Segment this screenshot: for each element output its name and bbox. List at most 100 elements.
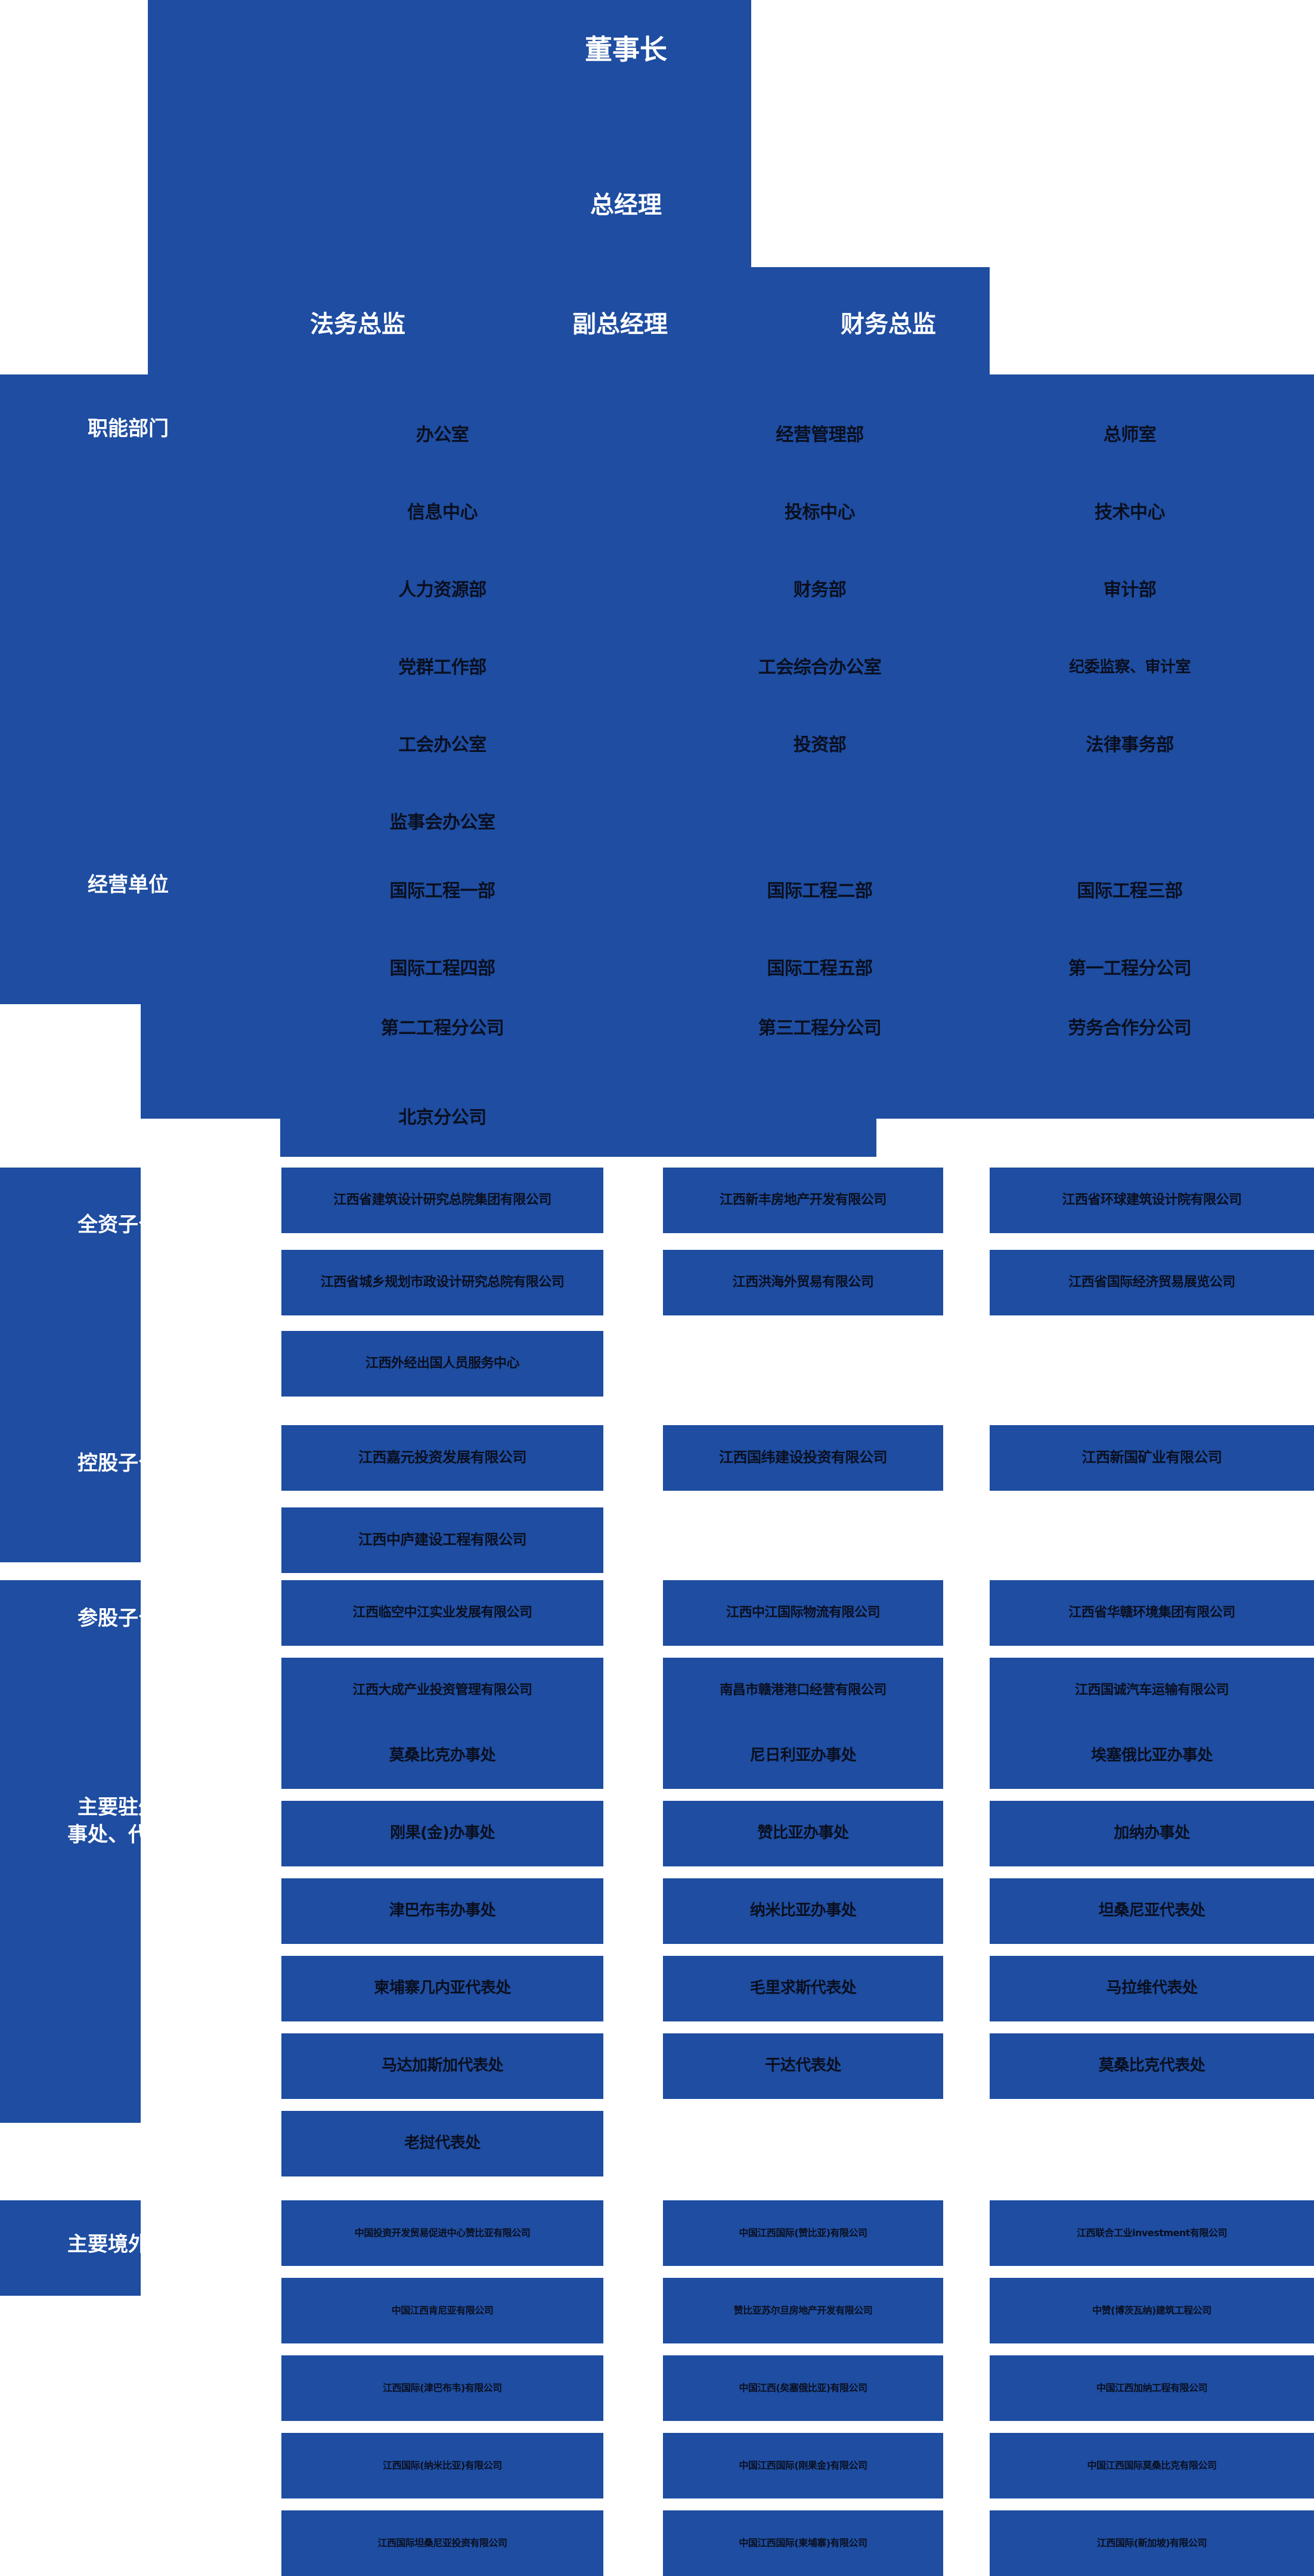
business-unit-node[interactable]: 国际工程四部 (389, 958, 496, 979)
dept-node[interactable]: 总师室 (1103, 424, 1157, 445)
business-unit-node[interactable]: 劳务合作分公司 (1068, 1017, 1192, 1039)
dept-node[interactable]: 技术中心 (1095, 501, 1166, 523)
equity-node[interactable]: 江西中江国际物流有限公司 (726, 1605, 881, 1621)
overseas-enterprise-node[interactable]: 江西国际坦桑尼亚投资有限公司 (377, 2537, 507, 2549)
overseas-enterprise-node[interactable]: 江西联合工业investment有限公司 (1077, 2227, 1227, 2238)
overseas-enterprise-card-plate (281, 2278, 603, 2343)
wholly-owned-node[interactable]: 江西省国际经济贸易展览公司 (1068, 1275, 1235, 1290)
overseas-office-card-plate (663, 1723, 943, 1789)
dept-node[interactable]: 财务部 (793, 579, 847, 600)
business-unit-node[interactable]: 第三工程分公司 (758, 1017, 882, 1039)
overseas-office-node[interactable]: 埃塞俄比亚办事处 (1090, 1747, 1213, 1765)
chairman-label: 董事长 (585, 33, 667, 66)
wholly-owned-card-plate (281, 1250, 603, 1315)
dept-node[interactable]: 投资部 (793, 734, 847, 756)
dept-node[interactable]: 党群工作部 (398, 657, 486, 678)
overseas-enterprise-node[interactable]: 中国江西国际莫桑比克有限公司 (1087, 2459, 1217, 2471)
dept-node[interactable]: 工会综合办公室 (758, 657, 882, 678)
overseas-office-node[interactable]: 刚果(金)办事处 (390, 1824, 495, 1843)
dept-node[interactable]: 办公室 (416, 424, 469, 445)
overseas-office-node[interactable]: 马达加斯加代表处 (381, 2057, 504, 2075)
holding-card-plate (281, 1507, 603, 1573)
dept-node[interactable]: 工会办公室 (398, 734, 486, 756)
overseas-office-node[interactable]: 坦桑尼亚代表处 (1098, 1902, 1205, 1920)
wholly-owned-card-plate (990, 1168, 1314, 1233)
dept-node[interactable]: 监事会办公室 (389, 812, 496, 833)
legal-director-label: 法务总监 (310, 311, 405, 338)
equity-card-plate (663, 1580, 943, 1646)
overseas-enterprise-node[interactable]: 江西国际(新加坡)有限公司 (1096, 2537, 1207, 2549)
overseas-office-node[interactable]: 毛里求斯代表处 (749, 1979, 857, 1998)
dept-node[interactable]: 法律事务部 (1086, 734, 1174, 756)
overseas-enterprise-node[interactable]: 中国江西加纳工程有限公司 (1096, 2382, 1208, 2394)
overseas-enterprise-node[interactable]: 中国江西国际(赞比亚)有限公司 (739, 2227, 867, 2238)
wholly-owned-node[interactable]: 江西外经出国人员服务中心 (365, 1356, 520, 1371)
holding-node[interactable]: 江西嘉元投资发展有限公司 (358, 1449, 527, 1466)
overseas-office-card-plate (990, 1878, 1314, 1944)
holding-card-plate (281, 1425, 603, 1491)
equity-node[interactable]: 江西省华赣环境集团有限公司 (1068, 1605, 1235, 1621)
overseas-office-node[interactable]: 加纳办事处 (1114, 1824, 1190, 1843)
wholly-owned-card-plate (663, 1168, 943, 1233)
overseas-office-node[interactable]: 干达代表处 (765, 2057, 841, 2075)
business-unit-node[interactable]: 第二工程分公司 (380, 1017, 504, 1039)
overseas-office-node[interactable]: 莫桑比克代表处 (1098, 2057, 1205, 2075)
overseas-office-node[interactable]: 莫桑比克办事处 (389, 1747, 496, 1765)
overseas-enterprise-card-plate (990, 2433, 1314, 2498)
overseas-enterprise-node[interactable]: 中国投资开发贸易促进中心赞比亚有限公司 (354, 2227, 531, 2238)
equity-node[interactable]: 江西临空中江实业发展有限公司 (352, 1605, 532, 1621)
dept-node[interactable]: 投标中心 (785, 501, 856, 523)
dept-node[interactable]: 经营管理部 (776, 424, 864, 445)
equity-card-plate (281, 1658, 603, 1723)
functional-dept-plate (0, 374, 1314, 1004)
equity-node[interactable]: 江西国诚汽车运输有限公司 (1074, 1683, 1229, 1698)
overseas-office-node[interactable]: 柬埔寨几内亚代表处 (374, 1979, 511, 1998)
wholly-owned-node[interactable]: 江西省环球建筑设计院有限公司 (1062, 1193, 1242, 1208)
dept-node[interactable]: 纪委监察、审计室 (1068, 658, 1191, 677)
dept-node[interactable]: 信息中心 (407, 501, 478, 523)
overseas-office-card-plate (990, 1956, 1314, 2021)
wholly-owned-node[interactable]: 江西省建筑设计研究总院集团有限公司 (333, 1193, 551, 1208)
overseas-office-label-plate (0, 1705, 141, 2123)
business-unit-node[interactable]: 国际工程二部 (767, 880, 873, 902)
overseas-enterprise-card-plate (663, 2355, 943, 2421)
overseas-enterprise-node[interactable]: 中国江西(矣塞俄比亚)有限公司 (739, 2382, 867, 2394)
holding-node[interactable]: 江西新国矿业有限公司 (1081, 1449, 1223, 1466)
dept-node[interactable]: 审计部 (1103, 579, 1157, 600)
equity-node[interactable]: 南昌市赣港港口经营有限公司 (720, 1683, 887, 1698)
overseas-office-card-plate (281, 1723, 603, 1789)
overseas-enterprise-card-plate (663, 2433, 943, 2498)
overseas-enterprise-node[interactable]: 赞比亚苏尔旦房地产开发有限公司 (733, 2304, 873, 2316)
business-unit-node[interactable]: 国际工程五部 (767, 958, 873, 979)
overseas-enterprise-node[interactable]: 中赞(博茨瓦纳)建筑工程公司 (1092, 2304, 1211, 2316)
business-unit-node[interactable]: 国际工程一部 (389, 880, 496, 902)
overseas-office-node[interactable]: 赞比亚办事处 (757, 1824, 849, 1843)
wholly-owned-node[interactable]: 江西洪海外贸易有限公司 (732, 1275, 874, 1290)
holding-node[interactable]: 江西中庐建设工程有限公司 (358, 1531, 527, 1549)
overseas-office-card-plate (281, 1801, 603, 1866)
overseas-office-node[interactable]: 马拉维代表处 (1106, 1979, 1198, 1998)
overseas-office-node[interactable]: 纳米比亚办事处 (749, 1902, 857, 1920)
business-unit-node[interactable]: 国际工程三部 (1077, 880, 1183, 902)
overseas-office-card-plate (663, 1956, 943, 2021)
officer-band-plate (148, 267, 990, 374)
overseas-enterprise-node[interactable]: 中国江西肯尼亚有限公司 (391, 2304, 494, 2316)
overseas-office-node[interactable]: 津巴布韦办事处 (389, 1902, 496, 1920)
wholly-owned-node[interactable]: 江西省城乡规划市政设计研究总院有限公司 (320, 1275, 565, 1290)
holding-node[interactable]: 江西国纬建设投资有限公司 (719, 1449, 888, 1466)
overseas-enterprise-node[interactable]: 中国江西国际(柬埔寨)有限公司 (739, 2537, 867, 2549)
dept-node[interactable]: 人力资源部 (398, 579, 486, 600)
equity-node[interactable]: 江西大成产业投资管理有限公司 (352, 1683, 532, 1698)
chairman-plate (148, 0, 751, 267)
section-label-holding: 控股子公司 (78, 1451, 179, 1476)
overseas-enterprise-node[interactable]: 江西国际(纳米比亚)有限公司 (383, 2459, 502, 2471)
overseas-office-node[interactable]: 老挝代表处 (404, 2134, 481, 2153)
overseas-enterprise-card-plate (281, 2510, 603, 2576)
overseas-enterprise-node[interactable]: 中国江西国际(刚果金)有限公司 (739, 2459, 867, 2471)
wholly-owned-node[interactable]: 江西新丰房地产开发有限公司 (720, 1193, 887, 1208)
business-unit-node[interactable]: 第一工程分公司 (1068, 958, 1192, 979)
overseas-office-node[interactable]: 尼日利亚办事处 (749, 1747, 857, 1765)
overseas-enterprise-node[interactable]: 江西国际(津巴布韦)有限公司 (383, 2382, 502, 2394)
business-unit-node[interactable]: 北京分公司 (398, 1107, 486, 1128)
overseas-enterprise-card-plate (663, 2278, 943, 2343)
